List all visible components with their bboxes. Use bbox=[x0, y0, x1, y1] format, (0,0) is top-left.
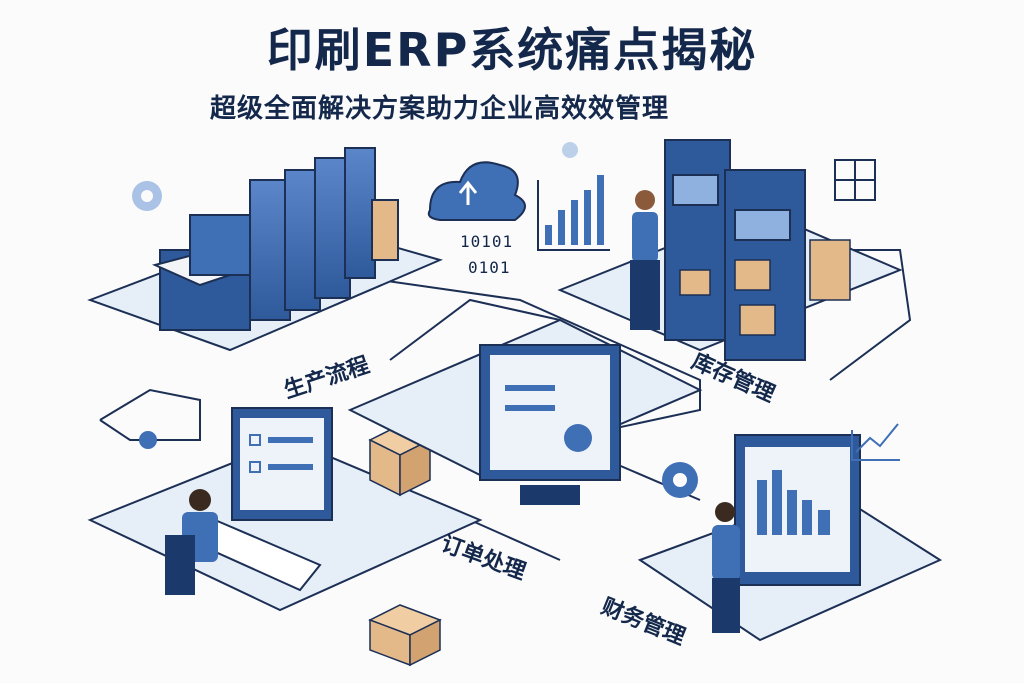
printing-press-icon bbox=[151, 147, 399, 331]
window-icon bbox=[834, 159, 876, 201]
package-boxes-icon bbox=[368, 424, 432, 497]
gear-icon bbox=[662, 462, 698, 498]
payment-monitor-icon bbox=[479, 344, 621, 505]
binary-text-1: 10101 bbox=[460, 232, 514, 251]
gear-icon bbox=[132, 181, 162, 211]
bar-chart-icon bbox=[537, 175, 610, 251]
finance-dashboard-icon bbox=[734, 434, 861, 586]
cloud-upload-icon bbox=[427, 161, 526, 221]
page-subtitle: 超级全面解决方案助力企业高效效管理 bbox=[210, 94, 670, 124]
page-title: 印刷ERP系统痛点揭秘 bbox=[266, 23, 758, 77]
open-box-icon bbox=[368, 604, 442, 667]
worker-figure bbox=[630, 190, 660, 330]
warehouse-shelves-icon bbox=[664, 139, 851, 361]
dot-decoration bbox=[562, 142, 578, 158]
binary-text-2: 0101 bbox=[468, 258, 511, 277]
dot-decoration bbox=[139, 431, 157, 449]
order-computer-icon bbox=[165, 407, 333, 595]
line-chart-icon bbox=[851, 423, 900, 461]
worker-figure bbox=[712, 502, 740, 633]
